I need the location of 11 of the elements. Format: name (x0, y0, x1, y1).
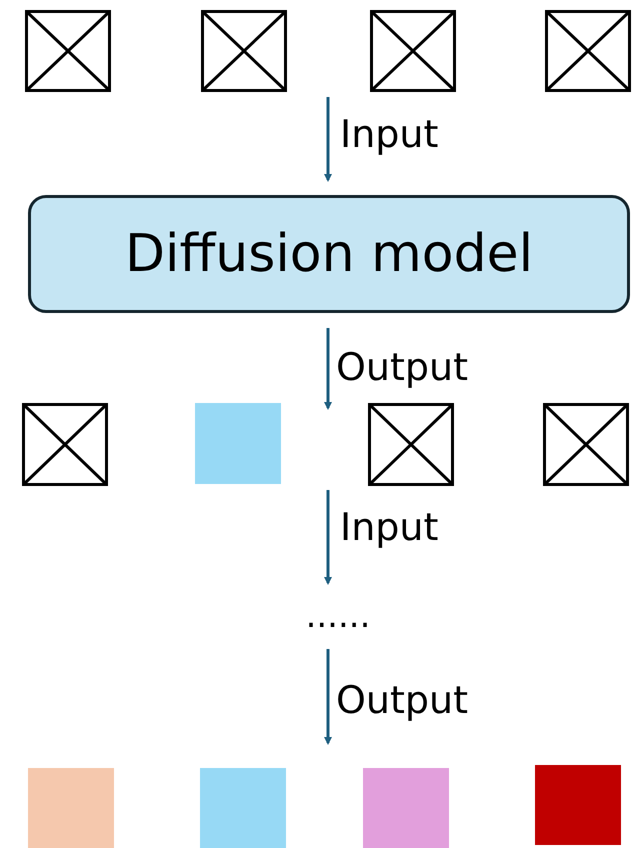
arrow (324, 97, 332, 182)
colored-square (28, 768, 114, 848)
colored-square (200, 768, 286, 848)
colored-square (363, 768, 449, 848)
arrow (324, 328, 332, 410)
process-box: Diffusion model (28, 195, 630, 313)
ellipsis-text: ...... (290, 598, 386, 634)
arrow (324, 649, 332, 745)
colored-square (535, 765, 621, 845)
colored-square (195, 403, 281, 484)
arrow (324, 490, 332, 585)
